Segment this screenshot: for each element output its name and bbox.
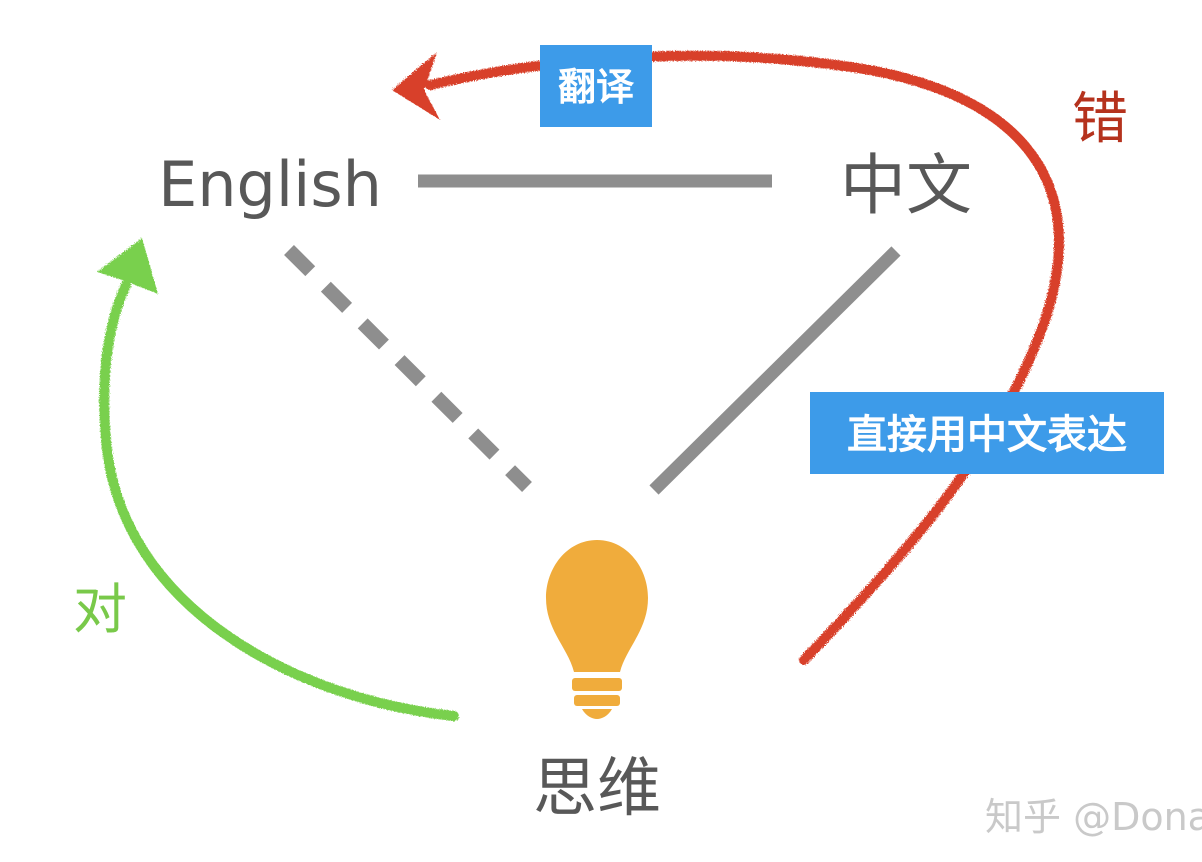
lightbulb-base-top: [572, 678, 622, 691]
direct-chinese-label: 直接用中文表达: [847, 412, 1127, 458]
wrong-label: 错: [1072, 87, 1128, 152]
lightbulb-tip: [582, 709, 612, 719]
watermark: 知乎 @Dona: [985, 795, 1202, 839]
right-label: 对: [73, 578, 127, 641]
node-chinese: 中文: [840, 147, 972, 224]
lightbulb-glass: [546, 540, 648, 672]
wrong-path-arrow: [392, 50, 1064, 665]
english-thought-dashed-connector: [284, 245, 532, 492]
wrong-arrowhead-icon: [392, 52, 440, 120]
translate-label: 翻译: [558, 65, 635, 109]
right-path-arrow: [97, 238, 459, 721]
direct-chinese-label-box: [810, 392, 1164, 474]
lightbulb-base-mid: [574, 695, 620, 706]
chinese-thought-connector: [649, 246, 901, 495]
node-thought: 思维: [533, 752, 661, 826]
right-arrowhead-icon: [97, 238, 158, 294]
translate-label-box: [540, 45, 652, 127]
node-english: English: [158, 148, 382, 221]
lightbulb-icon: [546, 540, 648, 719]
right-path-line: [99, 280, 459, 721]
